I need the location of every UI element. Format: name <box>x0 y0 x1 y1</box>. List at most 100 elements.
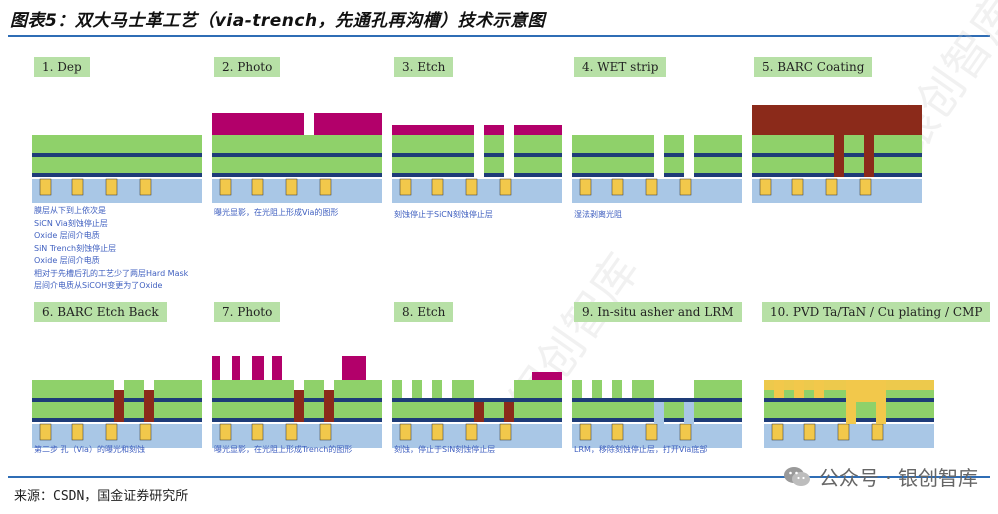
step-notes: 刻蚀停止于SiCN刻蚀停止层 <box>394 209 493 222</box>
metal-plug <box>39 178 52 196</box>
step-notes: LRM，移除刻蚀停止层，打开Via底部 <box>574 444 707 457</box>
photoresist <box>212 113 304 135</box>
note-line: 刻蚀，停止于SiN刻蚀停止层 <box>394 445 496 454</box>
sicn-stop-layer <box>212 173 382 177</box>
photoresist <box>272 356 282 380</box>
barc-fill <box>834 135 844 177</box>
metal-plug <box>285 178 298 196</box>
source-note: 来源：CSDN，国金证券研究所 <box>14 489 189 504</box>
photoresist <box>232 356 240 380</box>
metal-plug <box>399 178 412 196</box>
wechat-credit: 公众号 · 银创智库 <box>783 462 978 491</box>
sin-stop-layer <box>664 153 684 157</box>
sicn-stop-layer <box>334 418 382 422</box>
note-line: 刻蚀停止于SiCN刻蚀停止层 <box>394 210 493 219</box>
sicn-stop-layer <box>154 418 202 422</box>
metal-plug <box>431 423 444 441</box>
copper-trench <box>794 380 804 398</box>
metal-plug <box>219 423 232 441</box>
metal-plug <box>465 423 478 441</box>
barc-fill <box>504 402 514 422</box>
metal-plug <box>579 178 592 196</box>
oxide-lower-layer <box>304 402 324 418</box>
cross-section <box>572 380 742 448</box>
photoresist <box>212 356 220 380</box>
sin-stop-layer <box>572 153 654 157</box>
oxide-upper-layer <box>32 380 114 398</box>
photoresist <box>484 125 504 135</box>
metal-plug <box>837 423 850 441</box>
sicn-stop-layer <box>572 173 654 177</box>
barc-fill <box>144 390 154 422</box>
step-label: 6. BARC Etch Back <box>34 302 167 322</box>
sin-stop-layer <box>334 398 382 402</box>
oxide-upper-layer <box>632 380 654 398</box>
sin-stop-layer <box>154 398 202 402</box>
oxide-upper-layer <box>392 135 474 153</box>
bottom-rule <box>8 476 990 478</box>
oxide-upper-layer <box>694 135 742 153</box>
sicn-stop-layer <box>392 173 474 177</box>
metal-plug <box>791 178 804 196</box>
metal-plug <box>71 178 84 196</box>
step-label: 8. Etch <box>394 302 454 322</box>
step-notes: 膜层从下到上依次是 SiCN Via刻蚀停止层 Oxide 层间介电质 SiN … <box>34 205 188 293</box>
sin-stop-layer <box>212 153 382 157</box>
oxide-upper-layer <box>844 135 864 153</box>
oxide-lower-layer <box>514 157 562 173</box>
oxide-lower-layer <box>484 157 504 173</box>
oxide-lower-layer <box>212 157 382 173</box>
sicn-stop-layer <box>212 418 294 422</box>
cross-section <box>764 380 934 448</box>
sin-stop-layer <box>32 398 114 402</box>
oxide-upper-layer <box>392 380 402 398</box>
step-notes: 湿法剥离光阻 <box>574 209 622 222</box>
metal-plug <box>611 178 624 196</box>
oxide-upper-layer <box>572 135 654 153</box>
note-line: SiCN Via刻蚀停止层 <box>34 218 108 228</box>
oxide-lower-layer <box>874 157 922 173</box>
figure-title: 图表5：双大马士革工艺（via-trench，先通孔再沟槽）技术示意图 <box>10 11 546 31</box>
sin-stop-layer <box>752 153 834 157</box>
oxide-upper-layer <box>592 380 602 398</box>
note-line: SiN Trench刻蚀停止层 <box>34 243 117 253</box>
cross-section <box>392 125 562 203</box>
wechat-label: 公众号 · 银创智库 <box>818 466 978 490</box>
barc-fill <box>294 390 304 422</box>
metal-plug <box>859 178 872 196</box>
sin-stop-layer <box>484 153 504 157</box>
wechat-icon <box>783 465 811 489</box>
oxide-upper-layer <box>484 135 504 153</box>
step-label: 10. PVD Ta/TaN / Cu plating / CMP <box>762 302 991 322</box>
step-label: 1. Dep <box>34 57 90 77</box>
metal-plug <box>803 423 816 441</box>
oxide-upper-layer <box>572 380 582 398</box>
sin-stop-layer <box>32 153 202 157</box>
step-label: 3. Etch <box>394 57 454 77</box>
oxide-lower-layer <box>392 157 474 173</box>
sicn-stop-layer <box>874 173 922 177</box>
sin-stop-layer <box>124 398 144 402</box>
oxide-lower-layer <box>154 402 202 418</box>
sin-stop-layer <box>572 398 742 402</box>
cross-section <box>32 135 202 203</box>
sicn-stop-layer <box>694 173 742 177</box>
note-line: 第二步 孔（Via）的曝光和刻蚀 <box>34 445 145 454</box>
sicn-stop-layer <box>484 173 504 177</box>
step-notes: 第二步 孔（Via）的曝光和刻蚀 <box>34 444 145 457</box>
note-line: 湿法剥离光阻 <box>574 210 622 219</box>
barc-layer <box>752 105 922 135</box>
note-line: 膜层从下到上依次是 <box>34 206 106 215</box>
barc-fill <box>324 390 334 422</box>
oxide-upper-layer <box>874 135 922 153</box>
oxide-lower-layer <box>212 402 294 418</box>
oxide-lower-layer <box>752 157 834 173</box>
step-notes: 曝光显影，在光阻上形成Trench的图形 <box>214 444 352 457</box>
metal-plug <box>679 178 692 196</box>
oxide-upper-layer <box>412 380 422 398</box>
step-label: 7. Photo <box>214 302 281 322</box>
oxide-lower-layer <box>844 157 864 173</box>
barc-fill <box>474 402 484 422</box>
step-notes: 刻蚀，停止于SiN刻蚀停止层 <box>394 444 495 457</box>
metal-plug <box>759 178 772 196</box>
